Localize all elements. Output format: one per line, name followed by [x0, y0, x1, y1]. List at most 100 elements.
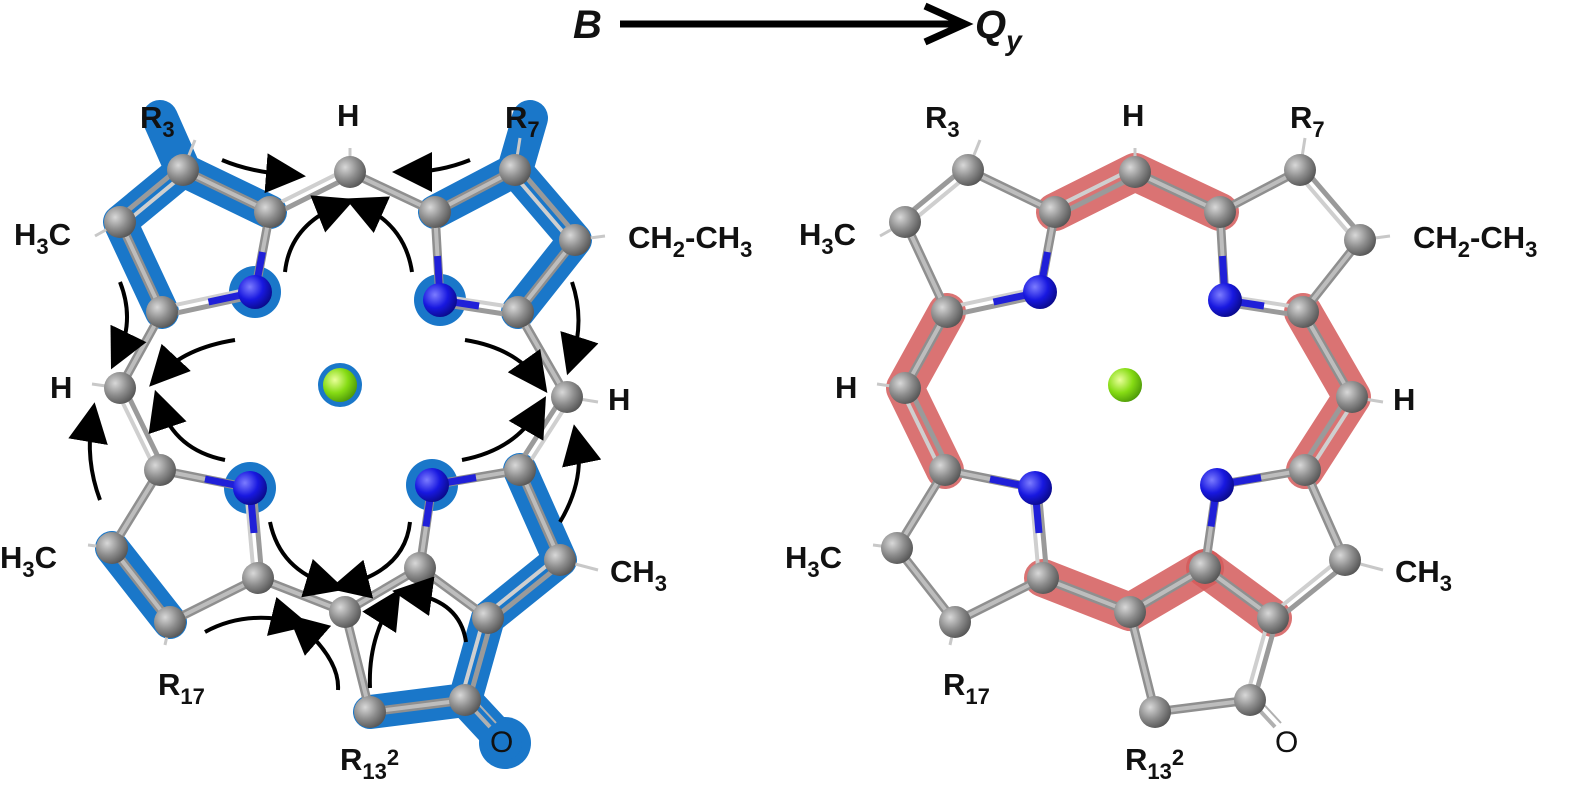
left-carbon-atom	[544, 544, 576, 576]
current-flow-arrow	[221, 153, 306, 194]
right-label-r17: R17	[943, 667, 990, 709]
current-flow-arrow	[560, 281, 599, 376]
right-label-r3: R3	[925, 100, 960, 142]
right-atoms	[881, 154, 1376, 728]
right-single-bond	[966, 168, 1057, 214]
left-carbon-atom	[242, 562, 274, 594]
right-carbon-atom	[1189, 552, 1221, 584]
current-flow-arrow	[287, 614, 341, 691]
left-label-oxygen: O	[490, 726, 513, 759]
left-carbon-atom	[329, 596, 361, 628]
right-label-h3c-bottom: H3C	[785, 540, 842, 582]
right-carbon-atom	[1027, 562, 1059, 594]
left-carbon-atom	[551, 381, 583, 413]
right-label-ethyl: CH2-CH3	[1413, 220, 1537, 262]
current-flow-arrow	[149, 338, 236, 387]
right-nitrogen-atom	[1208, 283, 1242, 317]
current-flow-arrow	[204, 596, 311, 636]
current-flow-arrow	[362, 588, 401, 689]
right-carbon-atom	[1119, 156, 1151, 188]
right-nitrogen-atom	[1018, 471, 1052, 505]
right-magnesium-atom	[1108, 368, 1142, 402]
right-label-r132: R132	[1125, 742, 1184, 784]
left-current-arrows	[68, 151, 602, 691]
current-flow-arrow	[329, 521, 412, 599]
right-single-bond	[953, 576, 1045, 624]
current-flow-arrow	[558, 424, 602, 524]
right-carbon-atom	[1234, 684, 1266, 716]
left-carbon-atom	[449, 684, 481, 716]
current-flow-arrow	[110, 281, 147, 370]
left-single-bond	[518, 468, 562, 562]
left-label-ethyl: CH2-CH3	[628, 220, 752, 262]
left-carbon-atom	[146, 296, 178, 328]
state-qy-label: Qy	[975, 3, 1023, 56]
left-carbon-atom	[167, 154, 199, 186]
right-label-h-right: H	[1393, 382, 1415, 417]
left-label-r3: R3	[140, 100, 175, 142]
right-carbon-atom	[939, 606, 971, 638]
current-flow-arrow	[464, 338, 548, 393]
left-carbon-atom	[502, 296, 534, 328]
left-carbon-atom	[499, 154, 531, 186]
right-carbon-atom	[889, 372, 921, 404]
left-single-bond	[181, 168, 272, 214]
left-carbon-atom	[472, 602, 504, 634]
left-carbon-atom	[254, 196, 286, 228]
current-flow-arrow	[268, 521, 346, 598]
left-carbon-atom	[96, 532, 128, 564]
left-label-r132: R132	[340, 742, 399, 784]
right-carbon-atom	[931, 296, 963, 328]
left-carbon-atom	[334, 156, 366, 188]
left-carbon-atom	[104, 372, 136, 404]
current-flow-arrow	[68, 402, 108, 501]
right-carbon-atom	[1344, 224, 1376, 256]
right-single-bond	[903, 220, 949, 314]
right-carbon-atom	[1284, 154, 1316, 186]
right-nitrogen-atom	[1200, 468, 1234, 502]
right-carbon-atom	[929, 454, 961, 486]
transition-arrow-head	[923, 2, 974, 46]
right-carbon-atom	[1257, 602, 1289, 634]
left-label-h3c-top: H3C	[14, 217, 71, 259]
left-nitrogen-atom	[423, 283, 457, 317]
current-flow-arrow	[345, 196, 414, 273]
right-label-h-top: H	[1122, 98, 1144, 133]
left-label-h3c-bottom: H3C	[0, 540, 57, 582]
right-carbon-atom	[1289, 454, 1321, 486]
left-single-bond	[343, 610, 372, 714]
right-carbon-atom	[952, 154, 984, 186]
left-magnesium-atom	[323, 368, 357, 402]
right-carbon-atom	[1039, 196, 1071, 228]
right-carbon-atom	[1287, 296, 1319, 328]
current-flow-arrow	[148, 389, 226, 462]
right-label-oxygen: O	[1275, 726, 1298, 759]
right-carbon-atom	[1114, 596, 1146, 628]
left-carbon-atom	[354, 696, 386, 728]
right-nitrogen-atom	[1023, 275, 1057, 309]
right-label-ch3: CH3	[1395, 554, 1452, 596]
left-nitrogen-atom	[415, 468, 449, 502]
right-single-bond	[1301, 310, 1354, 399]
left-carbon-atom	[154, 606, 186, 638]
left-carbon-atom	[404, 552, 436, 584]
right-single-bond	[1128, 610, 1157, 714]
right-carbon-atom	[1329, 544, 1361, 576]
left-label-ch3: CH3	[610, 554, 667, 596]
right-carbon-atom	[1204, 196, 1236, 228]
state-b-label: B	[573, 3, 602, 47]
left-carbon-atom	[144, 454, 176, 486]
right-label-r7: R7	[1290, 100, 1325, 142]
left-nitrogen-atom	[233, 471, 267, 505]
right-carbon-atom	[1336, 381, 1368, 413]
right-single-bond	[1303, 468, 1347, 562]
right-carbon-atom	[889, 206, 921, 238]
left-label-h-left: H	[50, 370, 72, 405]
current-flow-arrow	[392, 576, 468, 643]
left-single-bond	[168, 576, 260, 624]
left-label-h-top: H	[337, 98, 359, 133]
